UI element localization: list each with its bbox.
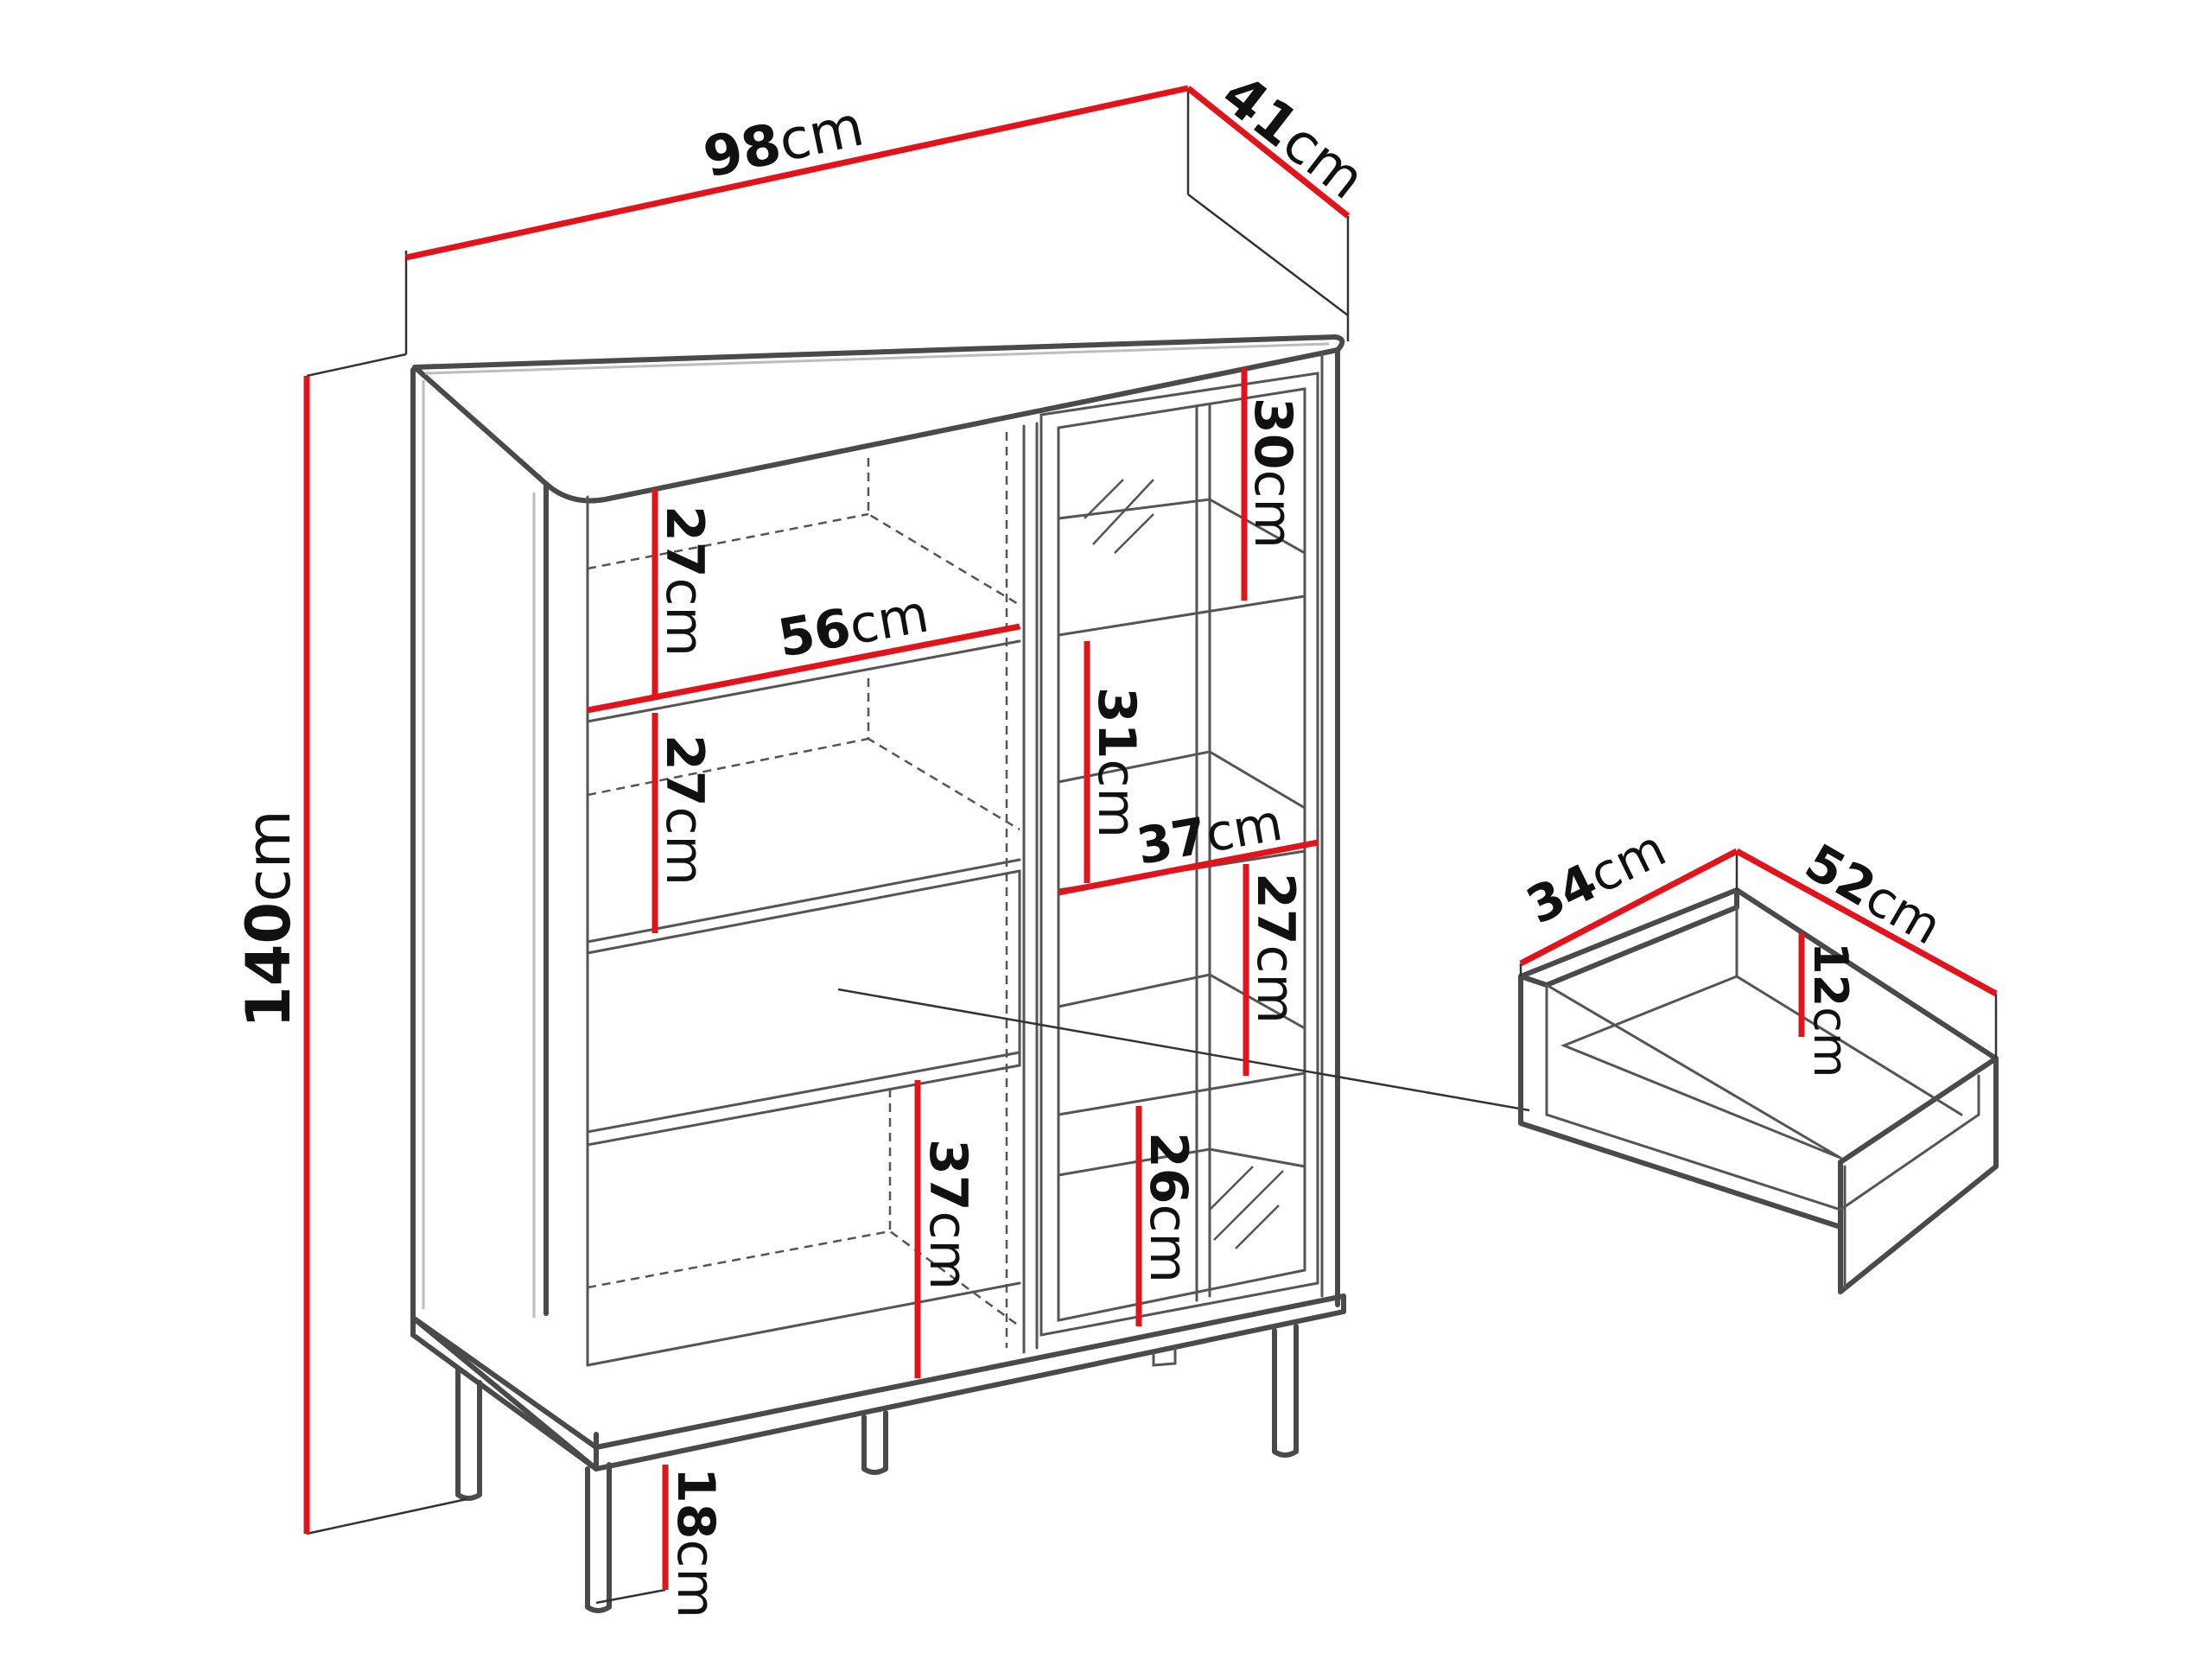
depth-dimension-line xyxy=(1185,86,1351,219)
drawer-depth-dimension-line xyxy=(1519,848,1738,967)
drawer-outer xyxy=(1518,887,1999,1294)
leg-back-right xyxy=(861,1410,888,1475)
leg-front-right xyxy=(1272,1324,1299,1458)
glass-door-frame xyxy=(1039,372,1319,1337)
glass-shelf-3 xyxy=(1057,1071,1306,1116)
drawer-width-dimension-line xyxy=(1735,848,1998,997)
leg-height-label: 18cm xyxy=(665,1467,726,1618)
open-shelf-1-label: 27cm xyxy=(654,505,715,657)
left-shelf-2 xyxy=(586,858,1021,944)
glass-width-dimension-line xyxy=(1058,839,1319,896)
width-label: 98cm xyxy=(698,94,869,190)
cabinet-base xyxy=(410,1294,1346,1471)
glass-width-label: 37cm xyxy=(1133,792,1287,875)
open-shelf-width-dimension-line xyxy=(587,623,1020,714)
drawer-detail xyxy=(1518,887,1999,1294)
drawer-pointer-line xyxy=(837,988,1530,1112)
dimension-lines xyxy=(303,85,1998,1590)
leg-front-left xyxy=(585,1462,612,1613)
width-dimension-line xyxy=(405,85,1189,261)
glass-reflection-bottom xyxy=(1209,1166,1284,1249)
glass-shelf-3-label: 27cm xyxy=(1245,873,1306,1024)
cabinet xyxy=(410,334,1530,1613)
drawer-height-label: 12cm xyxy=(1803,942,1858,1077)
drawer-width-label: 52cm xyxy=(1796,832,1951,956)
height-label: 140cm xyxy=(233,810,304,1028)
drawer-inner xyxy=(1545,906,1980,1211)
cabinet-left-side xyxy=(410,367,599,1471)
extension-lines xyxy=(306,88,1998,1605)
drawer-depth-label: 34cm xyxy=(1517,818,1675,935)
lower-compartment-label: 37cm xyxy=(918,1139,978,1290)
open-shelf-2-label: 27cm xyxy=(654,734,715,886)
left-lower-floor xyxy=(586,1281,1021,1367)
glass-shelf-1-label: 30cm xyxy=(1243,397,1303,549)
cabinet-top xyxy=(412,334,1345,504)
open-shelf-width-label: 56cm xyxy=(773,583,932,669)
glass-shelf-2-label: 31cm xyxy=(1086,687,1147,838)
glass-shelf-1 xyxy=(1057,594,1306,637)
drawer-front xyxy=(586,869,1021,1134)
glass-reflection-top xyxy=(1084,479,1154,554)
leg-back-left xyxy=(455,1367,482,1501)
depth-label: 41cm xyxy=(1210,62,1376,212)
glass-shelf-4-label: 26cm xyxy=(1138,1132,1198,1283)
